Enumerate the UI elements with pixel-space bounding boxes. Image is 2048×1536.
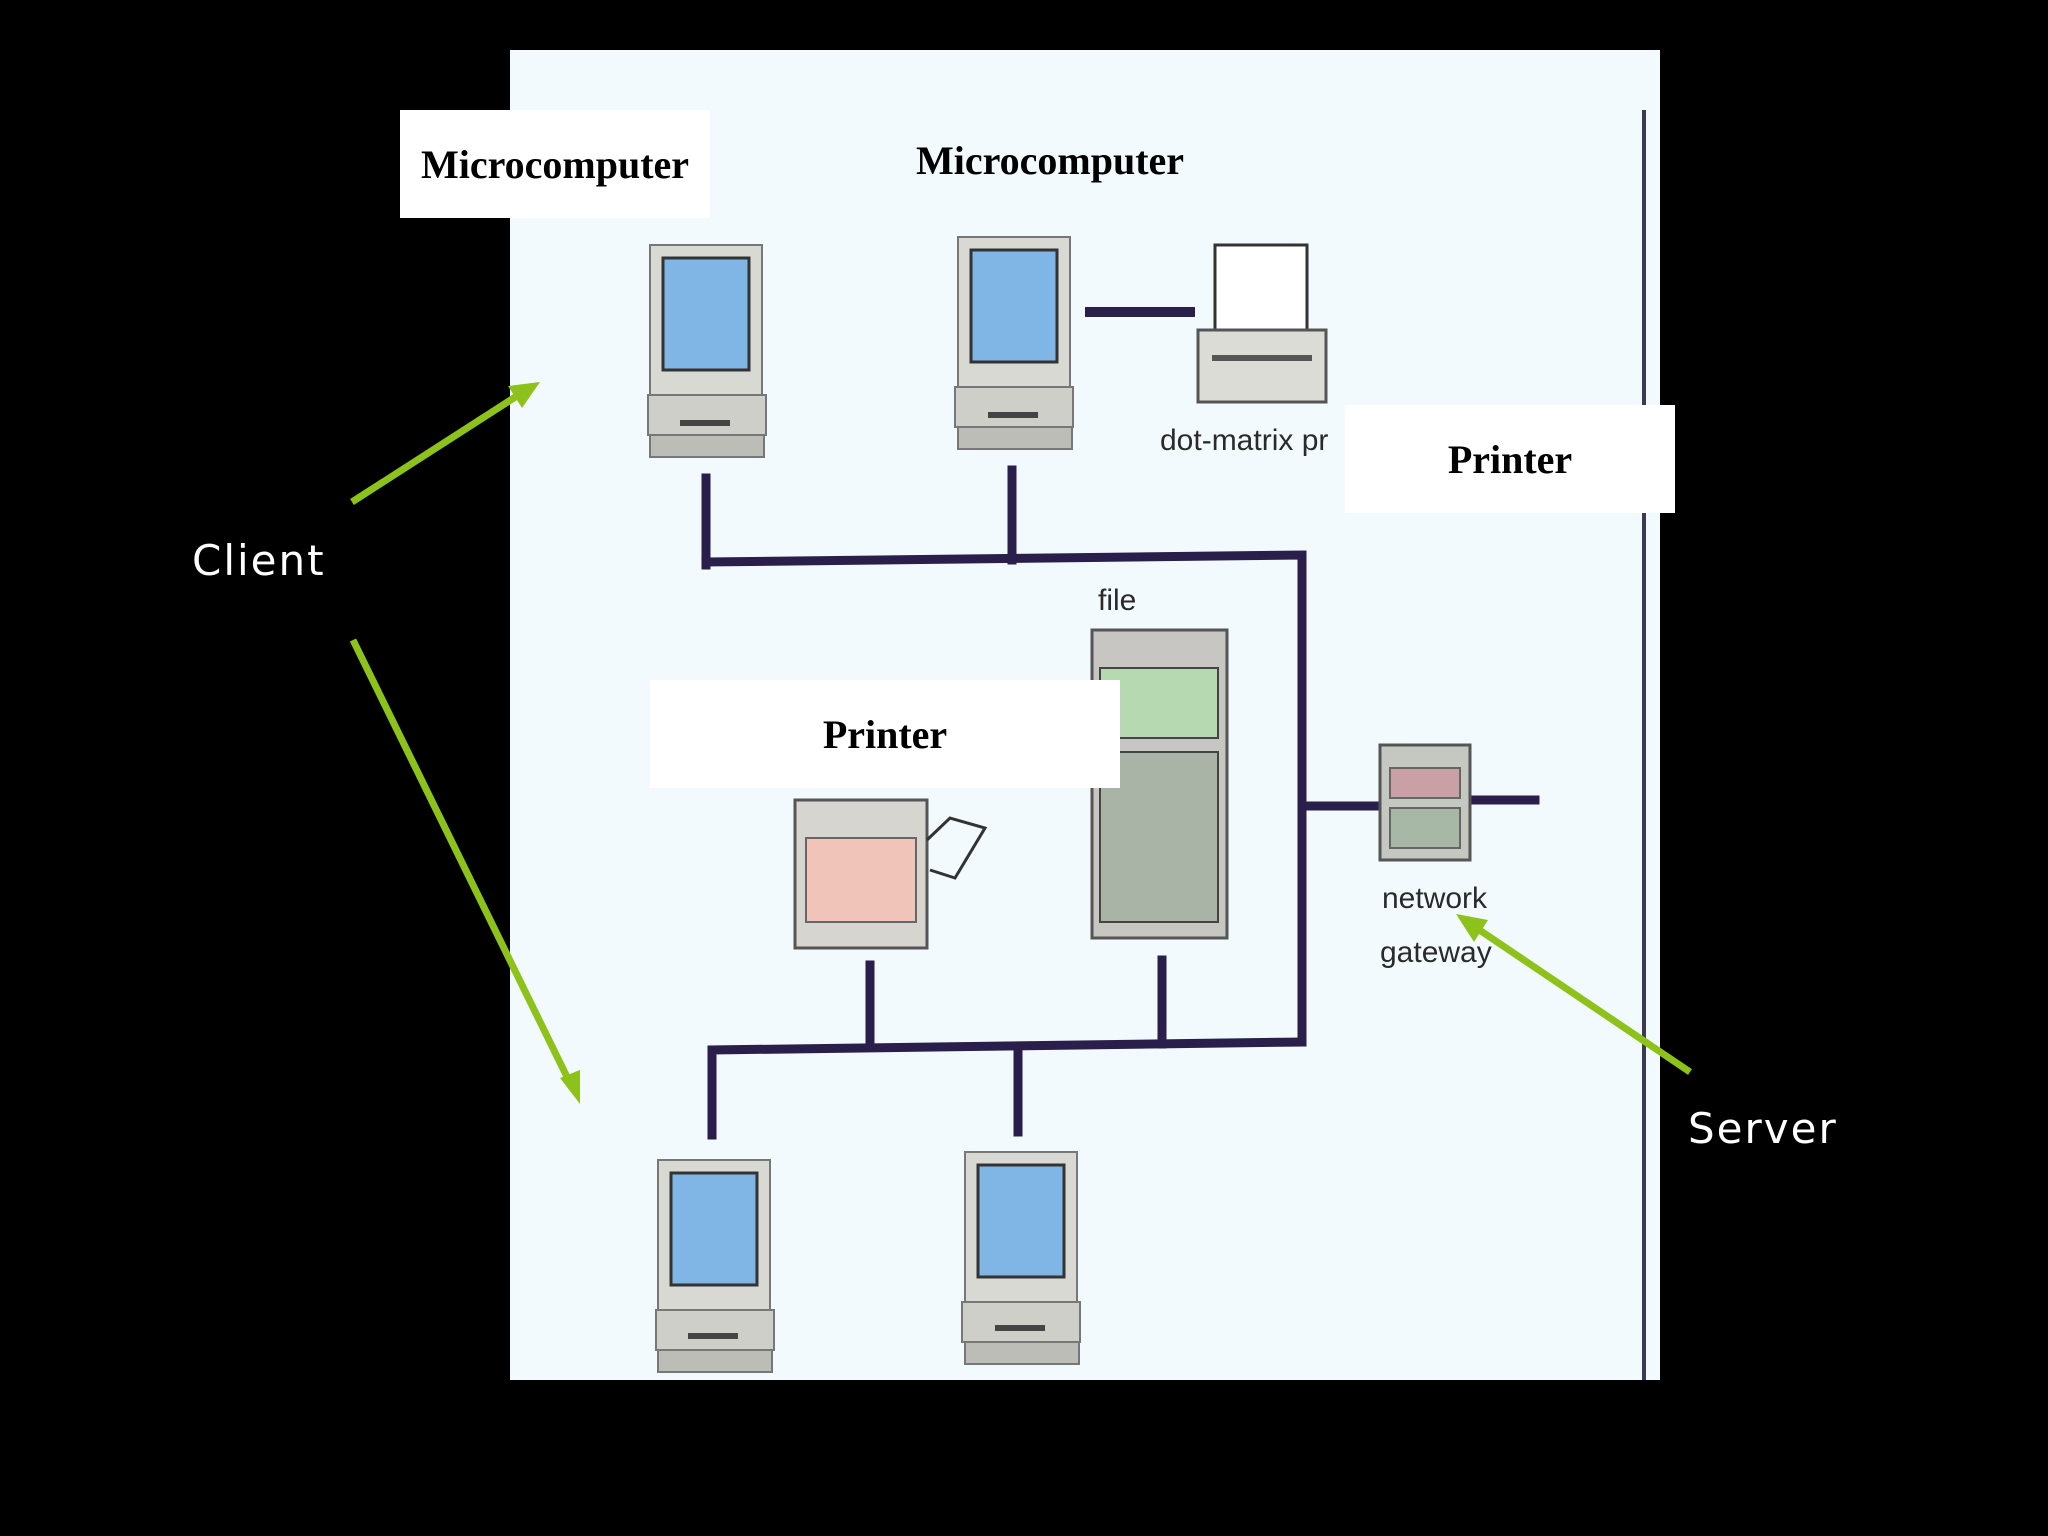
label-microcomputer-right-text: Microcomputer — [915, 137, 1185, 183]
file-label: file — [1098, 584, 1136, 617]
gateway-label: gateway — [1380, 936, 1492, 969]
label-printer-right: Printer — [1345, 405, 1675, 513]
network-gateway-icon — [1378, 743, 1472, 862]
computer-icon-top-left — [647, 244, 767, 458]
label-printer-right-text: Printer — [1447, 436, 1573, 482]
client-arrow-bottom — [349, 638, 580, 1104]
computer-icon-top-right — [954, 236, 1074, 450]
label-microcomputer-left: Microcomputer — [400, 110, 710, 218]
network-bus-bottom — [707, 795, 1540, 1140]
computer-icon-bottom-left — [655, 1159, 775, 1373]
laser-printer-icon — [793, 798, 988, 950]
server-label: Server — [1688, 1104, 1838, 1153]
dot-matrix-label: dot-matrix pr — [1160, 424, 1328, 457]
label-printer-center: Printer — [650, 680, 1120, 788]
server-arrow — [1456, 914, 1692, 1075]
arrows — [349, 382, 1692, 1104]
client-arrow-top — [350, 382, 540, 505]
network-label: network — [1382, 882, 1488, 915]
network-bus-top — [701, 465, 1307, 1047]
label-microcomputer-right: Microcomputer — [885, 125, 1215, 195]
computer-icon-bottom-right — [961, 1151, 1081, 1365]
dot-matrix-printer-icon — [1196, 243, 1328, 404]
label-printer-center-text: Printer — [822, 711, 948, 757]
client-label: Client — [192, 536, 326, 585]
label-microcomputer-left-text: Microcomputer — [420, 141, 690, 187]
